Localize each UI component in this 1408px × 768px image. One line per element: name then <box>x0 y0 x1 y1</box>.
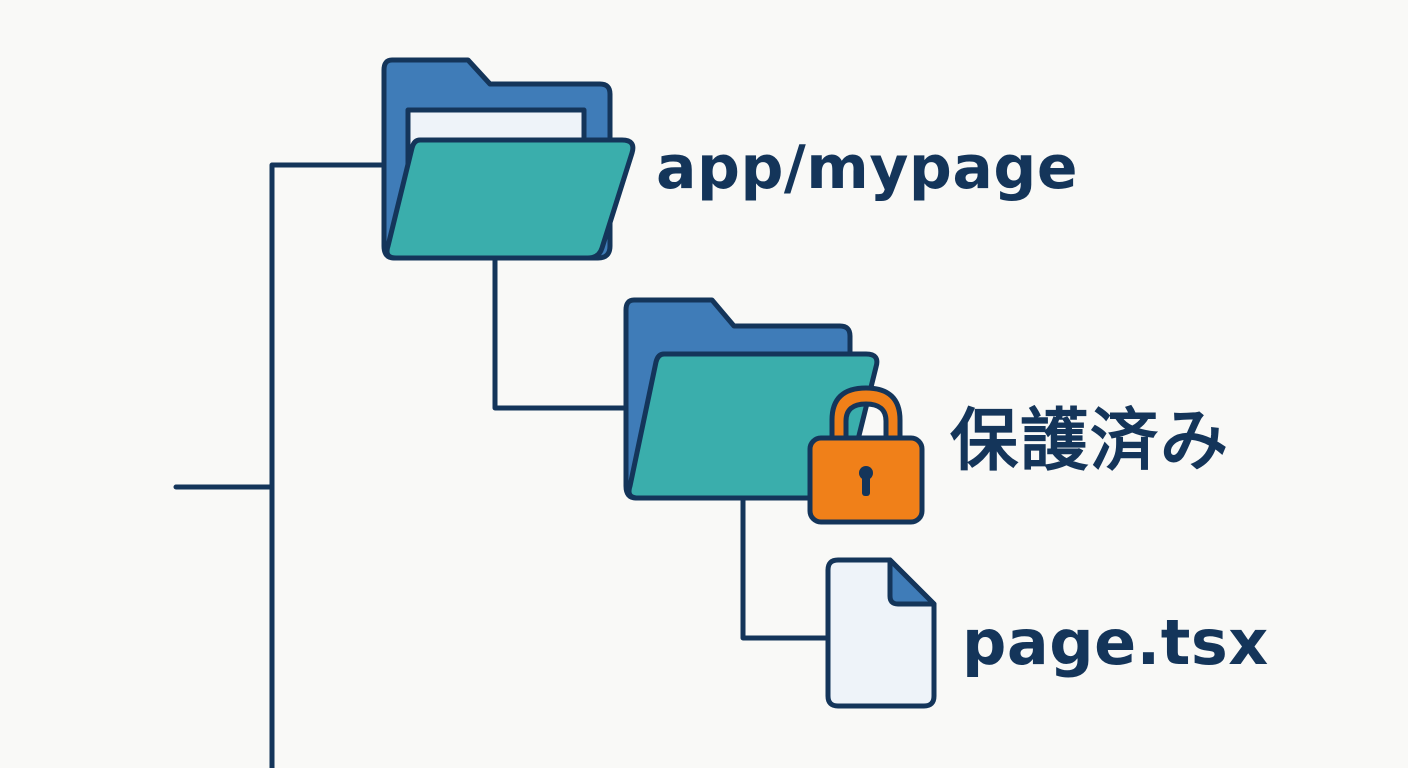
folder-open-icon[interactable] <box>381 57 636 261</box>
padlock-keyhole-slot <box>862 476 870 496</box>
file-branch-connector <box>740 495 833 641</box>
folder-front <box>384 137 636 261</box>
file-label-page-tsx[interactable]: page.tsx <box>962 606 1269 679</box>
root-branch-connector <box>173 162 387 768</box>
file-body <box>825 557 937 709</box>
padlock-icon <box>807 385 925 525</box>
tree-connectors <box>173 162 833 768</box>
folder-label-protected[interactable]: 保護済み <box>950 402 1231 481</box>
folder-label-app-mypage[interactable]: app/mypage <box>656 133 1079 203</box>
protected-branch-connector <box>492 255 629 411</box>
file-corner-fold <box>887 557 937 607</box>
file-icon[interactable] <box>825 557 937 709</box>
padlock-keyhole <box>859 466 873 480</box>
